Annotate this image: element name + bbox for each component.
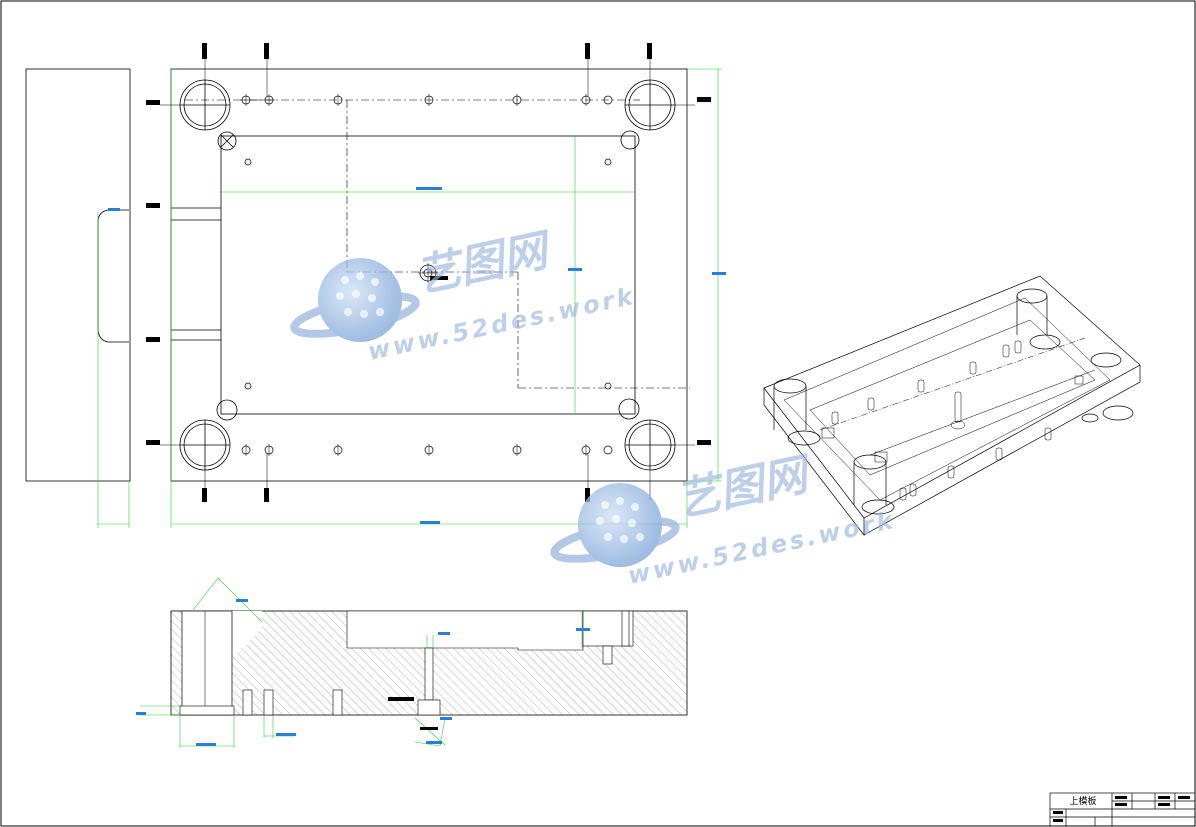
plan-dimension-text [108,43,726,524]
watermark-brand-bottom: 艺图网 [672,448,818,527]
section-dimension-text [136,599,590,746]
plan-dimension-lines [170,68,722,528]
section-view [170,577,688,716]
isometric-view [763,275,1141,537]
watermark-bottom: 艺图网 www.52des.work [550,448,898,590]
guide-pin-holes [179,79,676,471]
watermark-brand-top: 艺图网 [412,224,558,303]
title-block [1049,792,1196,827]
side-view [25,68,131,528]
watermark-top: 艺图网 www.52des.work [290,224,638,366]
cavity-outline [220,135,636,415]
title-block-part-name: 上模板 [1069,795,1096,807]
